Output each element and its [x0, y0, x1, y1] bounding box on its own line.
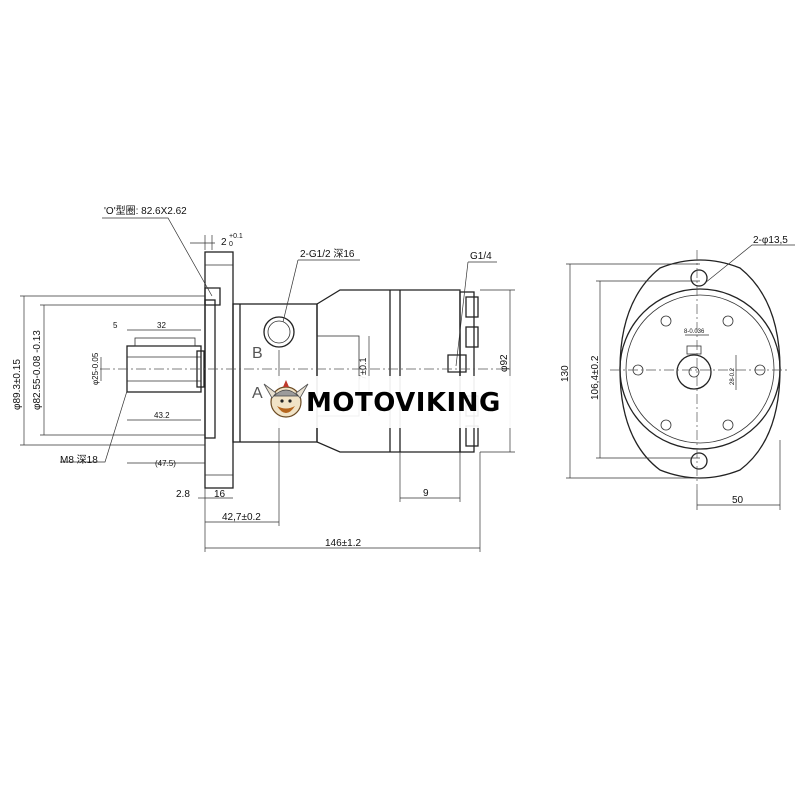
oring-note: 'O'型圈: 82.6X2.62 — [104, 204, 187, 217]
front-key-height: 28-0.2 — [730, 367, 736, 385]
port-b — [263, 316, 295, 348]
port-drain-note: G1/4 — [470, 251, 492, 262]
mount-hole-top — [690, 269, 708, 287]
shaft-dia: φ25-0.05 — [91, 352, 100, 385]
thread-note: M8 深18 — [60, 454, 98, 466]
bolt-hole — [660, 315, 672, 327]
bolt-hole — [722, 419, 734, 431]
port-a-label: A — [252, 385, 263, 402]
flange-lip-tol-top: +0.1 — [229, 233, 243, 240]
pilot-dia: φ89.3±0.15 — [12, 359, 23, 410]
shaft-key — [134, 337, 196, 347]
pilot-dia2: φ82.55-0.08 -0.13 — [32, 330, 43, 410]
brand-watermark: MOTOVIKING — [263, 376, 534, 428]
dim-center: 7±0.1 — [358, 358, 368, 380]
bolt-hole — [722, 315, 734, 327]
front-half-width: 50 — [732, 495, 744, 506]
mount-hole-bottom — [690, 452, 708, 470]
brand-name: MOTOVIKING — [306, 388, 501, 418]
front-key-width: 8-0.036 — [684, 329, 705, 335]
dim-146: 146±1.2 — [325, 538, 362, 549]
dim-16: 16 — [214, 489, 226, 500]
dim-42-7: 42,7±0.2 — [222, 512, 261, 523]
side-view: 'O'型圈: 82.6X2.62 2 +0.1 0 2-G1/2 深16 G1/… — [12, 204, 515, 552]
dim-2-8: 2.8 — [176, 489, 190, 500]
flange-lip-tol-bottom: 0 — [229, 241, 233, 248]
front-flange-outline — [619, 259, 781, 479]
front-shaft-circle — [676, 354, 712, 390]
front-height: 130 — [560, 365, 571, 382]
dim-9: 9 — [423, 488, 429, 499]
front-body-circle — [619, 288, 781, 450]
dim-92: φ92 — [499, 354, 510, 372]
shaft-len: 43.2 — [154, 411, 170, 420]
shaft-key-offset: 5 — [113, 321, 118, 330]
front-bolt-circle: 106,4±0.2 — [590, 355, 601, 400]
viking-head-icon — [263, 380, 309, 418]
shaft-key-len: 32 — [157, 321, 166, 330]
port-b-label: B — [252, 345, 263, 362]
shaft-len2: (47.5) — [155, 459, 176, 468]
flange-lip-dim: 2 — [221, 237, 227, 248]
front-view: 2-φ13,5 130 106,4±0.2 50 8-0.036 28-0.2 — [560, 235, 795, 510]
bolt-hole — [660, 419, 672, 431]
port-main-note: 2-G1/2 深16 — [300, 248, 355, 260]
mount-holes-note: 2-φ13,5 — [753, 235, 788, 246]
